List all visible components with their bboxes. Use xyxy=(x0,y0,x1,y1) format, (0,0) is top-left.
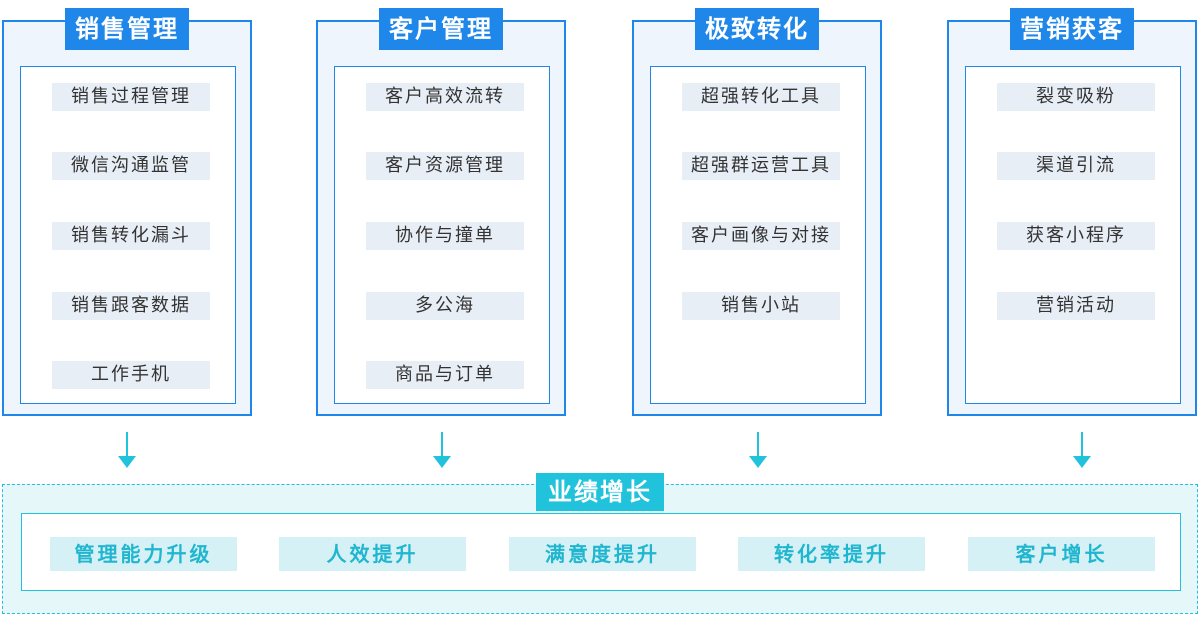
column-customer-management: 客户管理 客户高效流转 客户资源管理 协作与撞单 多公海 商品与订单 xyxy=(316,8,566,416)
column-title: 客户管理 xyxy=(379,8,503,50)
bottom-title: 业绩增长 xyxy=(536,473,664,511)
arrow-down-icon xyxy=(1072,432,1092,468)
list-item: 销售转化漏斗 xyxy=(52,222,210,250)
arrow-down-icon xyxy=(748,432,768,468)
column-marketing-acquisition: 营销获客 裂变吸粉 渠道引流 获客小程序 营销活动 xyxy=(947,8,1197,416)
list-item: 销售小站 xyxy=(682,292,840,320)
outcome-item: 管理能力升级 xyxy=(50,537,237,571)
list-item: 多公海 xyxy=(366,292,524,320)
list-item: 销售跟客数据 xyxy=(52,292,210,320)
list-item: 微信沟通监管 xyxy=(52,152,210,180)
list-item: 渠道引流 xyxy=(997,152,1155,180)
column-inner-panel: 客户高效流转 客户资源管理 协作与撞单 多公海 商品与订单 xyxy=(334,66,550,404)
list-item: 获客小程序 xyxy=(997,222,1155,250)
column-inner-panel: 销售过程管理 微信沟通监管 销售转化漏斗 销售跟客数据 工作手机 xyxy=(20,66,236,404)
column-inner-panel: 超强转化工具 超强群运营工具 客户画像与对接 销售小站 xyxy=(650,66,866,404)
list-item: 超强转化工具 xyxy=(682,83,840,111)
list-item: 裂变吸粉 xyxy=(997,83,1155,111)
column-sales-management: 销售管理 销售过程管理 微信沟通监管 销售转化漏斗 销售跟客数据 工作手机 xyxy=(2,8,252,416)
outcome-item: 人效提升 xyxy=(279,537,466,571)
list-item: 协作与撞单 xyxy=(366,222,524,250)
column-title: 极致转化 xyxy=(695,8,819,50)
column-conversion: 极致转化 超强转化工具 超强群运营工具 客户画像与对接 销售小站 xyxy=(632,8,882,416)
list-item: 商品与订单 xyxy=(366,361,524,389)
list-item: 销售过程管理 xyxy=(52,83,210,111)
list-item: 超强群运营工具 xyxy=(682,152,840,180)
arrow-down-icon xyxy=(432,432,452,468)
column-title: 营销获客 xyxy=(1010,8,1134,50)
list-item: 营销活动 xyxy=(997,292,1155,320)
outcome-item: 转化率提升 xyxy=(738,537,925,571)
outcome-item: 满意度提升 xyxy=(509,537,696,571)
column-inner-panel: 裂变吸粉 渠道引流 获客小程序 营销活动 xyxy=(965,66,1181,404)
column-title: 销售管理 xyxy=(65,8,189,50)
list-item: 客户画像与对接 xyxy=(682,222,840,250)
list-item: 客户高效流转 xyxy=(366,83,524,111)
bottom-inner-panel: 管理能力升级 人效提升 满意度提升 转化率提升 客户增长 xyxy=(21,513,1181,591)
performance-growth-panel: 业绩增长 管理能力升级 人效提升 满意度提升 转化率提升 客户增长 xyxy=(2,473,1198,614)
list-item: 客户资源管理 xyxy=(366,152,524,180)
list-item: 工作手机 xyxy=(52,361,210,389)
outcome-item: 客户增长 xyxy=(968,537,1155,571)
arrow-down-icon xyxy=(117,432,137,468)
